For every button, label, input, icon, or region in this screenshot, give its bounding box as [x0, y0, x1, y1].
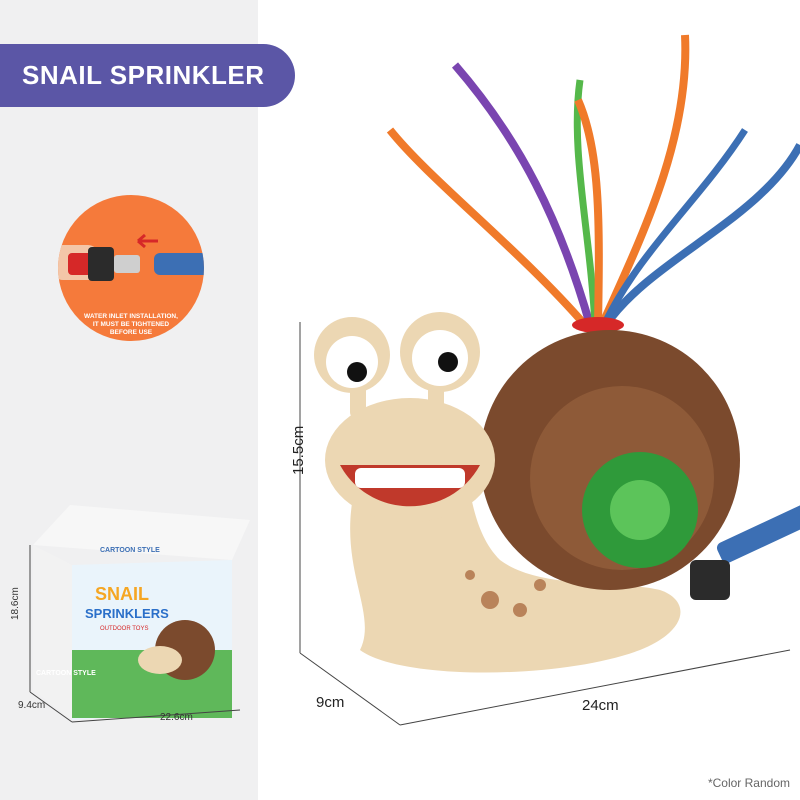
blue-hose [154, 253, 204, 275]
teeth [355, 468, 465, 488]
box-logo-line1: SNAIL [95, 584, 149, 604]
box-side-text: CARTOON STYLE [36, 670, 96, 677]
box-snail-head [138, 646, 182, 674]
inlet-caption-line: WATER INLET INSTALLATION, [84, 313, 178, 320]
arrow-left-icon [137, 233, 158, 249]
color-random-note: *Color Random [707, 776, 790, 790]
hose-connector [690, 560, 730, 600]
connector-metal [114, 255, 140, 273]
box-logo-line2: SPRINKLERS [85, 606, 169, 621]
width-dimension-line [399, 649, 791, 726]
box-width-label: 22.6cm [160, 712, 193, 723]
box-sub-text: OUTDOOR TOYS [100, 626, 148, 632]
tube-blue [602, 143, 800, 328]
inlet-illustration [58, 233, 204, 281]
body-spot [465, 570, 475, 580]
hose [716, 500, 800, 563]
product-title: SNAIL SPRINKLER [0, 44, 295, 107]
box-width-line [71, 709, 241, 723]
connector-nut [88, 247, 114, 281]
tube-purple [451, 62, 594, 327]
tube-orange [386, 127, 589, 328]
tube-orange-2 [574, 98, 603, 326]
inlet-caption-line: BEFORE USE [109, 329, 153, 336]
inlet-caption-line: IT MUST BE TIGHTENED [92, 321, 170, 328]
green-dome-center [610, 480, 670, 540]
depth-label: 9cm [316, 694, 345, 711]
inlet-installation-inset: WATER INLET INSTALLATION, IT MUST BE TIG… [58, 195, 204, 341]
body-spot [513, 603, 527, 617]
width-label: 24cm [582, 697, 619, 714]
pupil-right [438, 352, 458, 372]
box-depth-line [29, 691, 73, 723]
depth-dimension-line [299, 652, 401, 726]
box-side [33, 545, 72, 720]
tube-base-ring [572, 317, 624, 333]
body-spot [534, 579, 546, 591]
height-label: 15.5cm [290, 425, 307, 475]
tube-orange-3 [598, 34, 690, 327]
inlet-caption: WATER INLET INSTALLATION, IT MUST BE TIG… [58, 313, 204, 337]
tube-blue-2 [600, 128, 748, 327]
box-height-label: 18.6cm [10, 587, 21, 620]
box-top [33, 505, 250, 560]
pupil-left [347, 362, 367, 382]
box-top-text: CARTOON STYLE [100, 547, 160, 554]
hose-red-end [68, 253, 93, 275]
body-spot [481, 591, 499, 609]
box-depth-label: 9.4cm [18, 700, 46, 711]
